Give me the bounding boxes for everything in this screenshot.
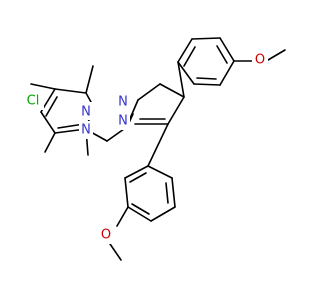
bond — [147, 165, 173, 179]
bond — [106, 128, 125, 142]
bond — [30, 83, 56, 90]
bond — [167, 96, 185, 125]
bond — [183, 46, 196, 67]
nitrogen-atom: N — [118, 114, 128, 129]
nitrogen-atom: N — [81, 123, 91, 138]
nitrogen-atom: N — [81, 105, 91, 120]
bond — [267, 49, 286, 61]
bond — [40, 111, 56, 134]
bond — [107, 240, 122, 261]
bond — [191, 37, 221, 40]
bond — [216, 45, 228, 64]
bond — [44, 132, 56, 153]
bond — [177, 61, 185, 98]
bond — [45, 96, 58, 117]
bond-layer — [30, 37, 286, 261]
bond — [193, 83, 221, 86]
bond — [219, 60, 235, 86]
oxygen-atom: O — [255, 53, 265, 68]
bond — [124, 165, 149, 179]
bond — [128, 99, 139, 122]
bond — [129, 172, 147, 183]
bond — [147, 123, 169, 167]
bond — [137, 83, 161, 101]
bond — [124, 177, 129, 208]
bond — [131, 203, 150, 215]
chlorine-atom: Cl — [27, 94, 40, 109]
bond — [171, 177, 176, 208]
bond — [85, 92, 92, 103]
nitrogen-atom: N — [118, 95, 128, 110]
bond — [150, 206, 176, 222]
bond — [127, 206, 152, 222]
bond — [196, 77, 217, 80]
bond — [85, 65, 94, 94]
bond — [219, 37, 235, 62]
molecule-structure-diagram: Cl N N N N O O — [21, 37, 286, 261]
bond — [159, 83, 185, 98]
atom-label-layer: Cl N N N N O O — [21, 51, 268, 244]
bond — [54, 88, 87, 94]
oxygen-atom: O — [101, 228, 111, 243]
bond — [165, 182, 169, 204]
bond — [177, 38, 193, 63]
bond — [116, 206, 129, 227]
bond — [177, 61, 195, 85]
